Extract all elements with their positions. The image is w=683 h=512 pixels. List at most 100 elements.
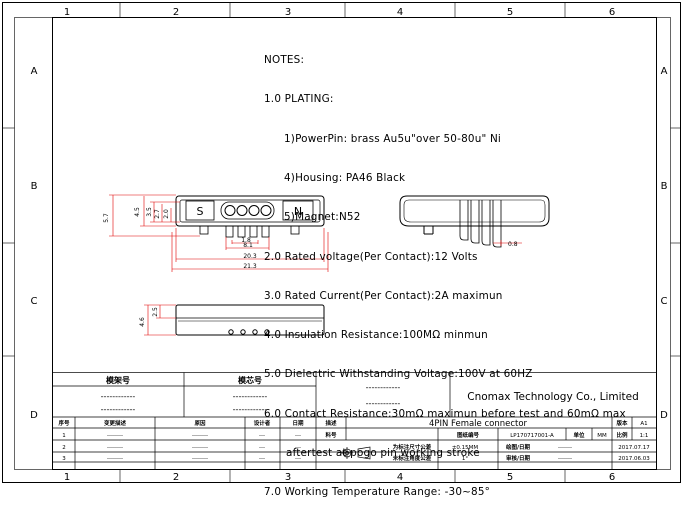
row-label-d-right: D — [660, 410, 668, 421]
unit-value: MM — [597, 433, 607, 439]
note-power-pin: 1)PowerPin: brass Au5u"over 50-80u" Ni — [284, 132, 502, 145]
dim-height-b: 2.7 — [154, 209, 161, 219]
mold-no-value-1: ------------ — [101, 392, 136, 401]
note-housing: 4)Housing: PA46 Black — [284, 172, 406, 185]
note-rated-current: 3.0 Rated Current(Per Contact):2A maximu… — [264, 289, 503, 302]
row-label-c-right: C — [661, 296, 668, 307]
col-label-5: 5 — [507, 7, 513, 18]
row-label-d: D — [30, 410, 38, 421]
core-no-value-2: ------------ — [233, 405, 268, 414]
note-plating: 1.0 PLATING: — [264, 93, 334, 106]
version-value: A1 — [640, 421, 647, 427]
mold-no-value-2: ------------ — [101, 405, 136, 414]
row-label-a: A — [31, 66, 38, 77]
tolerance-label: 为标注尺寸公差 — [393, 443, 432, 451]
company-name: Cnomax Technology Co., Limited — [467, 391, 639, 403]
part-label: 料号 — [325, 431, 337, 439]
drawn-date: 2017.07.17 — [618, 445, 650, 451]
column-ticks — [2, 2, 681, 483]
bottom-dimension-lines — [144, 304, 176, 336]
core-no-label: 模芯号 — [238, 375, 262, 385]
col-label-6-bottom: 6 — [609, 472, 615, 483]
col-label-2-bottom: 2 — [173, 472, 179, 483]
col-label-4-bottom: 4 — [397, 472, 403, 483]
center-dashes-1: ------------ — [366, 383, 401, 392]
drawing-sheet: 1 2 3 4 5 6 1 2 3 4 5 6 A B C D A B C D — [2, 2, 681, 483]
rev-row-3-desc: -------- — [107, 456, 123, 462]
rev-row-1-no: 1 — [62, 433, 66, 439]
drawn-label: 绘图/日期 — [506, 443, 531, 451]
front-view — [175, 195, 325, 238]
tolerance-value: ±0.15MM — [452, 445, 479, 451]
scale-value: 1:1 — [640, 433, 649, 439]
col-label-1-bottom: 1 — [64, 472, 70, 483]
rev-header-date: 日期 — [292, 419, 304, 427]
rev-header-designer: 设计者 — [254, 419, 271, 427]
dim-height-a: 3.5 — [146, 207, 153, 217]
rev-row-1-date: --- — [295, 433, 301, 439]
note-contact-resistance: 6.0 Contact Resistance:30mΩ maximun befo… — [264, 407, 626, 420]
side-dimension-lines — [493, 240, 522, 246]
dim-pitch: 1.8 — [241, 237, 251, 244]
version-label: 版本 — [615, 419, 628, 427]
rev-row-3-no: 3 — [62, 456, 66, 462]
rev-row-3-reason: -------- — [192, 456, 208, 462]
col-label-1: 1 — [64, 7, 70, 18]
note-rated-voltage: 2.0 Rated voltage(Per Contact):12 Volts — [264, 250, 478, 263]
row-label-b-right: B — [661, 181, 668, 192]
desc-value: 4PIN Female connector — [429, 419, 528, 429]
rev-row-2-no: 2 — [62, 445, 66, 451]
angle-value: 1° — [462, 456, 468, 462]
magnet-s-label: S — [197, 205, 204, 218]
dim-bottom-height-b: 2.5 — [152, 307, 159, 317]
title-block — [52, 372, 657, 470]
drawing-no-label: 图纸编号 — [457, 431, 480, 439]
outer-border — [2, 2, 681, 483]
row-label-c: C — [31, 296, 38, 307]
scale-label: 比例 — [616, 431, 628, 439]
rev-row-1-designer: --- — [259, 433, 265, 439]
bottom-view — [175, 304, 325, 336]
dim-bottom-height-a: 4.6 — [139, 317, 146, 327]
angle-label: 未标注角度公差 — [392, 454, 432, 462]
center-dashes-2: ------------ — [366, 399, 401, 408]
drawn-value: ------- — [558, 445, 572, 451]
col-label-3-bottom: 3 — [285, 472, 291, 483]
rev-row-2-reason: -------- — [192, 445, 208, 451]
dim-tail: 0.8 — [508, 241, 518, 248]
note-temperature: 7.0 Working Temperature Range: -30~85° — [264, 486, 491, 499]
checked-value: ------- — [558, 456, 572, 462]
dim-height-c: 2.0 — [163, 209, 170, 219]
checked-date: 2017.06.03 — [618, 456, 650, 462]
col-label-2: 2 — [173, 7, 179, 18]
col-label-4: 4 — [397, 7, 403, 18]
front-dimension-lines — [109, 194, 329, 272]
dim-width-body: 20.3 — [243, 253, 257, 260]
rev-header-reason: 原因 — [194, 419, 206, 427]
dim-span-pins: 8.1 — [243, 242, 253, 249]
dim-height-total: 5.7 — [103, 213, 110, 223]
notes-heading: NOTES: — [264, 54, 305, 67]
drawing-no-value: LP170717001-A — [510, 433, 554, 439]
rev-row-2-desc: -------- — [107, 445, 123, 451]
rev-row-3-designer: --- — [259, 456, 265, 462]
magnet-n-label: N — [294, 205, 302, 218]
checked-label: 审核/日期 — [506, 454, 531, 462]
note-insulation: 4.0 Insulation Resistance:100MΩ minmun — [264, 329, 488, 342]
rev-row-3-date: --- — [295, 456, 301, 462]
rev-row-2-designer: --- — [259, 445, 265, 451]
rev-header-desc: 变更描述 — [104, 419, 127, 427]
note-magnet: 5)Magnet:N52 — [284, 211, 361, 224]
core-no-value-1: ------------ — [233, 392, 268, 401]
projection-symbol-icon — [341, 446, 371, 460]
dim-height-body: 4.5 — [134, 207, 141, 217]
col-label-3: 3 — [285, 7, 291, 18]
note-dielectric: 5.0 Dielectric Withstanding Voltage:100V… — [264, 368, 533, 381]
col-label-6: 6 — [609, 7, 615, 18]
note-contact-resistance-cont: aftertest at pogo pin working stroke — [286, 447, 480, 459]
rev-row-2-date: --- — [295, 445, 301, 451]
row-label-a-right: A — [661, 66, 668, 77]
col-label-5-bottom: 5 — [507, 472, 513, 483]
row-label-b: B — [31, 181, 38, 192]
desc-label: 描述 — [325, 419, 337, 427]
